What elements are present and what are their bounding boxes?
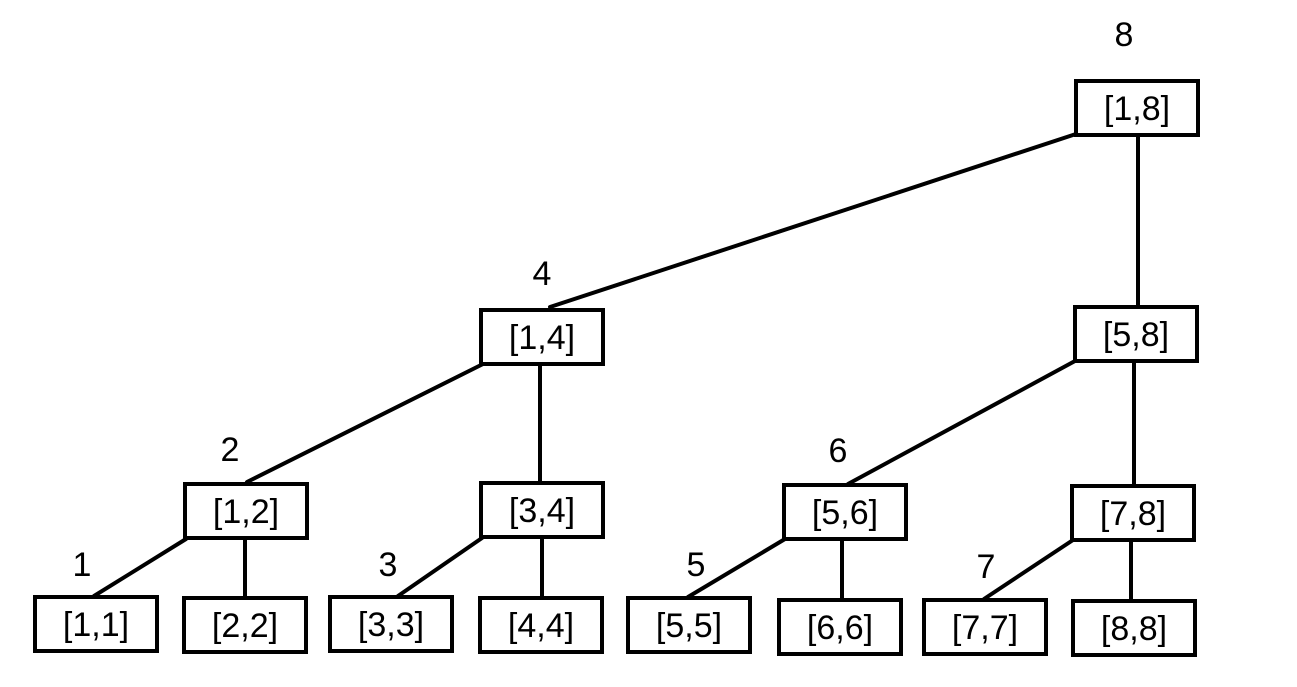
node-label: [5,5] bbox=[656, 607, 722, 645]
index-label-n12: 2 bbox=[221, 431, 240, 469]
node-box bbox=[782, 483, 908, 541]
edge-n78-n77 bbox=[982, 538, 1075, 601]
node-box bbox=[182, 596, 308, 654]
node-box bbox=[1071, 599, 1197, 657]
node-label: [1,8] bbox=[1104, 90, 1170, 128]
tree-node-n18: [1,8] bbox=[1074, 79, 1200, 137]
tree-node-n66: [6,6] bbox=[777, 598, 903, 656]
tree-node-n22: [2,2] bbox=[182, 596, 308, 654]
node-box bbox=[478, 596, 604, 654]
index-label-n18: 8 bbox=[1115, 16, 1134, 54]
node-box bbox=[777, 598, 903, 656]
node-label: [2,2] bbox=[212, 607, 278, 645]
node-label: [3,4] bbox=[509, 492, 575, 530]
node-label: [1,2] bbox=[213, 493, 279, 531]
edge-n14-n12 bbox=[245, 362, 485, 484]
edge-n58-n56 bbox=[846, 359, 1077, 486]
node-box bbox=[328, 595, 454, 653]
tree-node-n14: [1,4] bbox=[479, 308, 605, 366]
tree-node-n58: [5,8] bbox=[1073, 305, 1199, 363]
node-box bbox=[479, 481, 605, 539]
node-label: [8,8] bbox=[1101, 610, 1167, 648]
tree-node-n44: [4,4] bbox=[478, 596, 604, 654]
node-label: [7,7] bbox=[952, 609, 1018, 647]
tree-node-n11: [1,1] bbox=[33, 595, 159, 653]
index-label-n14: 4 bbox=[533, 255, 552, 293]
index-label-n33: 3 bbox=[379, 546, 398, 584]
node-box bbox=[1073, 305, 1199, 363]
node-label: [7,8] bbox=[1100, 495, 1166, 533]
node-label: [1,4] bbox=[509, 319, 575, 357]
tree-node-n78: [7,8] bbox=[1070, 484, 1196, 542]
edge-n34-n33 bbox=[396, 536, 484, 598]
node-box bbox=[1070, 484, 1196, 542]
index-label-n56: 6 bbox=[829, 432, 848, 470]
node-box bbox=[1074, 79, 1200, 137]
index-label-n55: 5 bbox=[687, 546, 706, 584]
tree-node-n55: [5,5] bbox=[626, 596, 752, 654]
index-label-n77: 7 bbox=[977, 548, 996, 586]
node-label: [4,4] bbox=[508, 607, 574, 645]
index-label-n11: 1 bbox=[73, 546, 92, 584]
node-box bbox=[479, 308, 605, 366]
edge-n18-n14 bbox=[548, 132, 1078, 309]
node-label: [5,8] bbox=[1103, 316, 1169, 354]
node-label: [6,6] bbox=[807, 609, 873, 647]
nodes: [1,8] [1,4] [5,8] [1,2] [3,4] [5,6] [7,8] [1,1]… bbox=[33, 79, 1200, 657]
edges bbox=[92, 132, 1140, 602]
tree-node-n56: [5,6] bbox=[782, 483, 908, 541]
edge-n12-n11 bbox=[92, 537, 188, 598]
node-label: [5,6] bbox=[812, 494, 878, 532]
node-label: [3,3] bbox=[358, 606, 424, 644]
node-box bbox=[183, 482, 309, 540]
tree-node-n77: [7,7] bbox=[922, 598, 1048, 656]
index-labels: 8 4 2 6 1 3 5 7 bbox=[73, 16, 1134, 586]
tree-node-n33: [3,3] bbox=[328, 595, 454, 653]
node-box bbox=[33, 595, 159, 653]
tree-node-n12: [1,2] bbox=[183, 482, 309, 540]
node-label: [1,1] bbox=[63, 606, 129, 644]
node-box bbox=[922, 598, 1048, 656]
edge-n56-n55 bbox=[686, 537, 787, 599]
tree-node-n88: [8,8] bbox=[1071, 599, 1197, 657]
tree-node-n34: [3,4] bbox=[479, 481, 605, 539]
node-box bbox=[626, 596, 752, 654]
